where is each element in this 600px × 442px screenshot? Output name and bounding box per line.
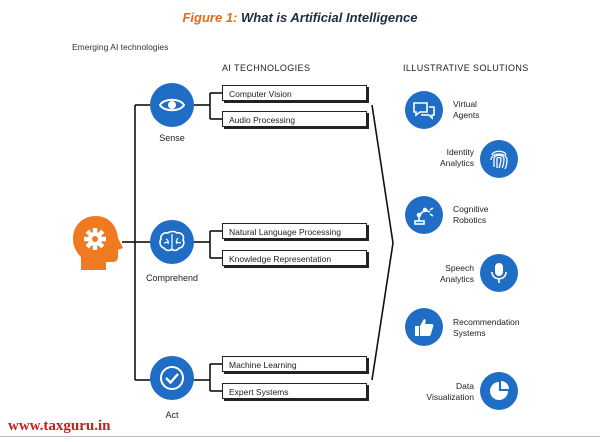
category-label-act: Act [165, 410, 179, 420]
technology-box: Machine Learning [222, 356, 367, 372]
brain-icon [159, 230, 185, 252]
technology-box: Knowledge Representation [222, 250, 367, 266]
solution-label-data-visualization: Data Visualization [426, 381, 474, 402]
solution-icon-virtual-agents [405, 91, 443, 129]
technology-box: Computer Vision [222, 85, 367, 101]
solution-icon-recommendation-systems [405, 308, 443, 346]
category-icon-sense [150, 83, 194, 127]
technology-box: Natural Language Processing [222, 223, 367, 239]
thumbs-up-icon [415, 319, 434, 336]
column-header-solutions: ILLUSTRATIVE SOLUTIONS [403, 63, 529, 73]
eye-icon [159, 98, 185, 112]
pie-chart-icon [490, 381, 509, 400]
bottom-divider [0, 436, 600, 437]
solution-label-virtual-agents: Virtual Agents [453, 99, 480, 120]
footer-website: www.taxguru.in [8, 418, 111, 434]
solution-label-recommendation-systems: Recommendation Systems [453, 317, 520, 338]
microphone-icon [491, 263, 507, 283]
fingerprint-icon [490, 150, 508, 170]
solution-icon-identity-analytics [480, 140, 518, 178]
solution-icon-speech-analytics [480, 254, 518, 292]
figure-title-prefix: Figure 1: [182, 10, 238, 25]
category-label-comprehend: Comprehend [145, 273, 199, 283]
column-header-technologies: AI TECHNOLOGIES [222, 63, 311, 73]
category-label-sense: Sense [159, 133, 185, 143]
chat-bubbles-icon [413, 102, 435, 120]
solution-label-identity-analytics: Identity Analytics [439, 147, 474, 168]
technology-box: Expert Systems [222, 383, 367, 399]
category-icon-act [150, 356, 194, 400]
figure-title-text: What is Artificial Intelligence [241, 10, 418, 25]
checkmark-icon [160, 366, 184, 390]
ai-head-gear-icon [70, 214, 126, 272]
figure-title: Figure 1: What is Artificial Intelligenc… [0, 10, 600, 25]
figure-subtitle: Emerging AI technologies [72, 42, 169, 52]
solution-icon-cognitive-robotics [405, 196, 443, 234]
robot-arm-icon [414, 207, 434, 225]
solution-icon-data-visualization [480, 372, 518, 410]
category-icon-comprehend [150, 220, 194, 264]
solution-label-speech-analytics: Speech Analytics [439, 263, 474, 284]
technology-box: Audio Processing [222, 111, 367, 127]
solution-label-cognitive-robotics: Cognitive Robotics [453, 204, 489, 225]
